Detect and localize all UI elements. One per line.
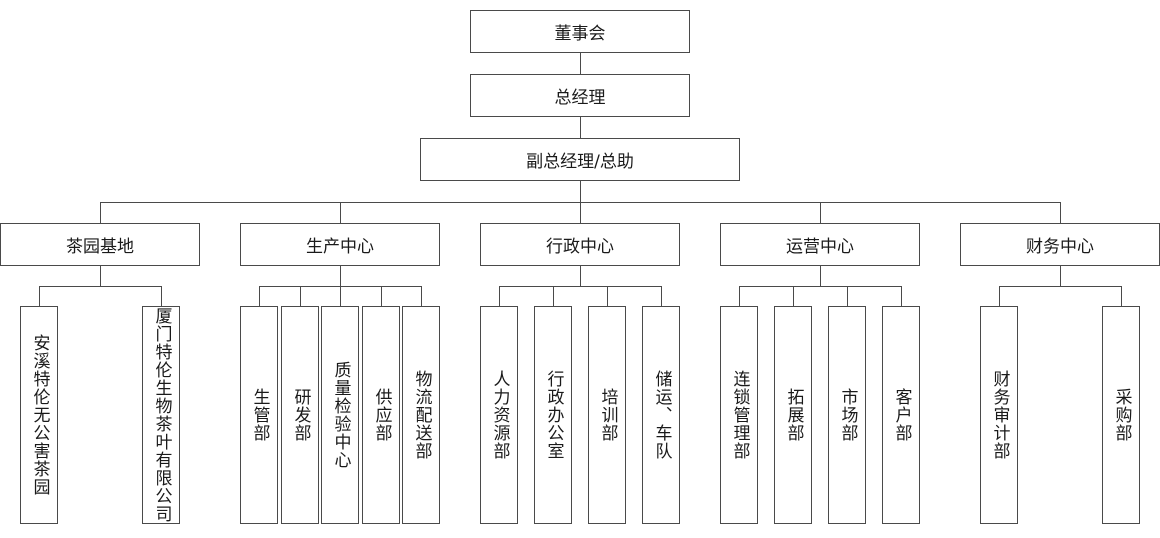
connector-dept-2-1 (553, 286, 554, 306)
department-box: 供应部 (362, 306, 400, 524)
connector-center-bus (100, 202, 1061, 203)
connector-dept-3-3 (901, 286, 902, 306)
connector-dept-3-1 (793, 286, 794, 306)
connector-board-gm (580, 53, 581, 74)
connector-dept-1-4 (421, 286, 422, 306)
department-box: 拓展部 (774, 306, 812, 524)
department-box: 储运、车队 (642, 306, 680, 524)
connector-dept-3-2 (847, 286, 848, 306)
connector-dept-bus-2 (499, 286, 662, 287)
department-box: 客户部 (882, 306, 920, 524)
department-box: 质量检验中心 (321, 306, 359, 524)
connector-dept-2-2 (607, 286, 608, 306)
connector-center-down-4 (1060, 266, 1061, 286)
center-box: 行政中心 (480, 223, 680, 266)
department-box: 研发部 (281, 306, 319, 524)
board-box: 董事会 (470, 10, 690, 53)
department-box: 厦门特伦生物茶叶有限公司 (142, 306, 180, 524)
connector-dept-4-1 (1121, 286, 1122, 306)
center-box: 运营中心 (720, 223, 920, 266)
connector-dept-1-2 (340, 286, 341, 306)
connector-center-down-1 (340, 266, 341, 286)
connector-center-down-0 (100, 266, 101, 286)
connector-dept-0-0 (39, 286, 40, 306)
connector-dept-bus-1 (259, 286, 422, 287)
department-box: 人力资源部 (480, 306, 518, 524)
department-box: 安溪特伦无公害茶园 (20, 306, 58, 524)
center-box: 财务中心 (960, 223, 1160, 266)
connector-center-2 (580, 202, 581, 223)
connector-center-down-3 (820, 266, 821, 286)
connector-center-4 (1060, 202, 1061, 223)
department-box: 连锁管理部 (720, 306, 758, 524)
connector-dept-0-1 (161, 286, 162, 306)
department-box: 财务审计部 (980, 306, 1018, 524)
department-box: 采购部 (1102, 306, 1140, 524)
connector-dept-3-0 (739, 286, 740, 306)
connector-dept-bus-4 (999, 286, 1122, 287)
connector-center-down-2 (580, 266, 581, 286)
connector-dept-2-3 (661, 286, 662, 306)
connector-center-3 (820, 202, 821, 223)
department-box: 市场部 (828, 306, 866, 524)
connector-dept-bus-3 (739, 286, 902, 287)
department-box: 培训部 (588, 306, 626, 524)
department-box: 行政办公室 (534, 306, 572, 524)
center-box: 茶园基地 (0, 223, 200, 266)
connector-dept-1-3 (381, 286, 382, 306)
connector-dept-2-0 (499, 286, 500, 306)
connector-dept-1-1 (300, 286, 301, 306)
center-box: 生产中心 (240, 223, 440, 266)
connector-deputy-bus (580, 181, 581, 202)
connector-center-1 (340, 202, 341, 223)
deputy-manager-box: 副总经理/总助 (420, 138, 740, 181)
department-box: 物流配送部 (402, 306, 440, 524)
general-manager-box: 总经理 (470, 74, 690, 117)
department-box: 生管部 (240, 306, 278, 524)
connector-dept-4-0 (999, 286, 1000, 306)
connector-dept-bus-0 (39, 286, 162, 287)
connector-center-0 (100, 202, 101, 223)
connector-dept-1-0 (259, 286, 260, 306)
connector-gm-deputy (580, 117, 581, 138)
